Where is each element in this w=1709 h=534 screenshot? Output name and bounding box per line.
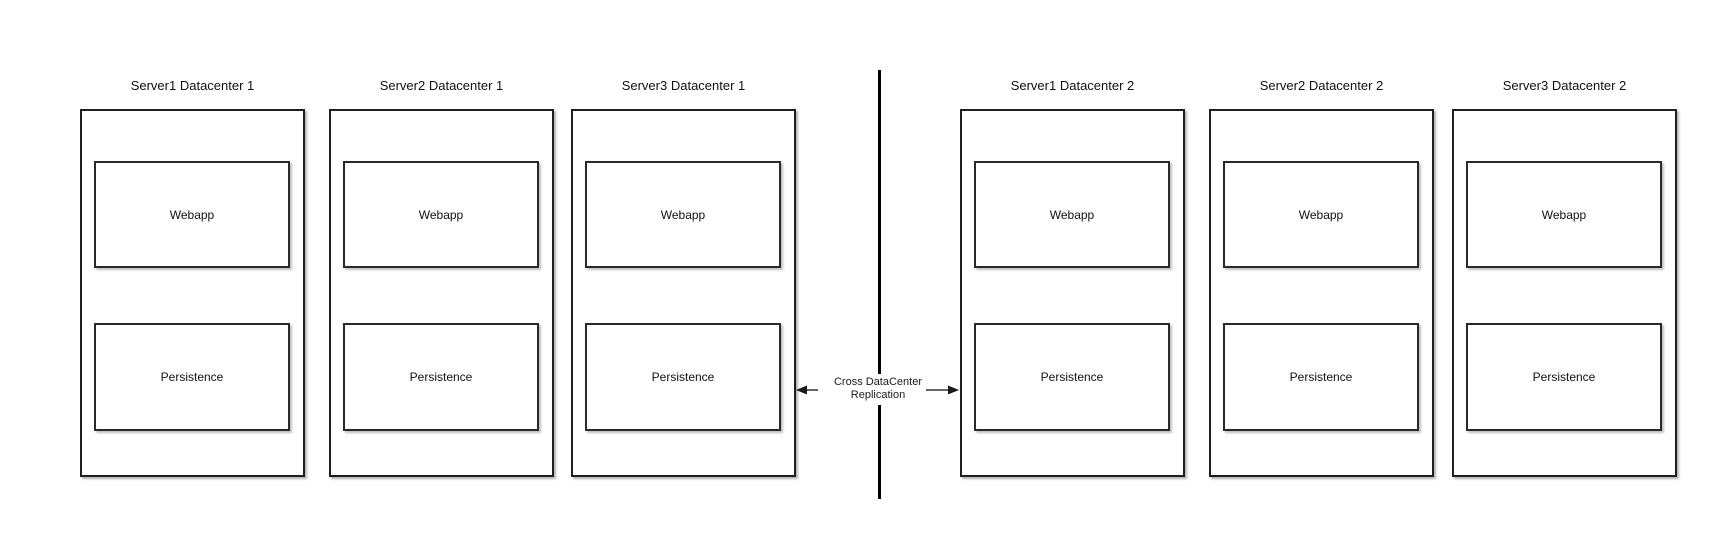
datacenter-divider bbox=[878, 70, 881, 499]
server-box-dc2-server3: Server3 Datacenter 2 Webapp Persistence bbox=[1452, 78, 1677, 477]
persistence-box: Persistence bbox=[1223, 323, 1419, 431]
persistence-label: Persistence bbox=[1532, 370, 1596, 384]
persistence-label: Persistence bbox=[160, 370, 224, 384]
webapp-box: Webapp bbox=[1466, 161, 1662, 268]
persistence-label: Persistence bbox=[651, 370, 715, 384]
server-box-dc2-server2: Server2 Datacenter 2 Webapp Persistence bbox=[1209, 78, 1434, 477]
webapp-label: Webapp bbox=[1049, 207, 1095, 222]
persistence-box: Persistence bbox=[1466, 323, 1662, 431]
server-box-dc1-server1: Server1 Datacenter 1 Webapp Persistence bbox=[80, 78, 305, 477]
server-title: Server1 Datacenter 2 bbox=[1010, 78, 1135, 93]
webapp-box: Webapp bbox=[585, 161, 781, 268]
persistence-box: Persistence bbox=[585, 323, 781, 431]
persistence-box: Persistence bbox=[343, 323, 539, 431]
persistence-box: Persistence bbox=[94, 323, 290, 431]
server-box-dc2-server1: Server1 Datacenter 2 Webapp Persistence bbox=[960, 78, 1185, 477]
server-box-dc1-server2: Server2 Datacenter 1 Webapp Persistence bbox=[329, 78, 554, 477]
webapp-label: Webapp bbox=[1298, 207, 1344, 222]
webapp-label: Webapp bbox=[1541, 207, 1587, 222]
webapp-box: Webapp bbox=[974, 161, 1170, 268]
replication-label: Cross DataCenter Replication bbox=[818, 374, 938, 405]
persistence-label: Persistence bbox=[409, 370, 473, 384]
webapp-label: Webapp bbox=[418, 207, 464, 222]
server-title: Server2 Datacenter 1 bbox=[379, 78, 504, 93]
webapp-label: Webapp bbox=[169, 207, 215, 222]
server-title: Server2 Datacenter 2 bbox=[1259, 78, 1384, 93]
server-title: Server3 Datacenter 1 bbox=[621, 78, 746, 93]
replication-label-line2: Replication bbox=[850, 389, 906, 401]
webapp-box: Webapp bbox=[94, 161, 290, 268]
server-box-dc1-server3: Server3 Datacenter 1 Webapp Persistence bbox=[571, 78, 796, 477]
server-title: Server1 Datacenter 1 bbox=[130, 78, 255, 93]
webapp-box: Webapp bbox=[343, 161, 539, 268]
persistence-label: Persistence bbox=[1289, 370, 1353, 384]
webapp-box: Webapp bbox=[1223, 161, 1419, 268]
replication-label-line1: Cross DataCenter bbox=[833, 376, 923, 388]
replication-arrow-right-icon bbox=[926, 385, 959, 395]
persistence-box: Persistence bbox=[974, 323, 1170, 431]
webapp-label: Webapp bbox=[660, 207, 706, 222]
server-title: Server3 Datacenter 2 bbox=[1502, 78, 1627, 93]
persistence-label: Persistence bbox=[1040, 370, 1104, 384]
